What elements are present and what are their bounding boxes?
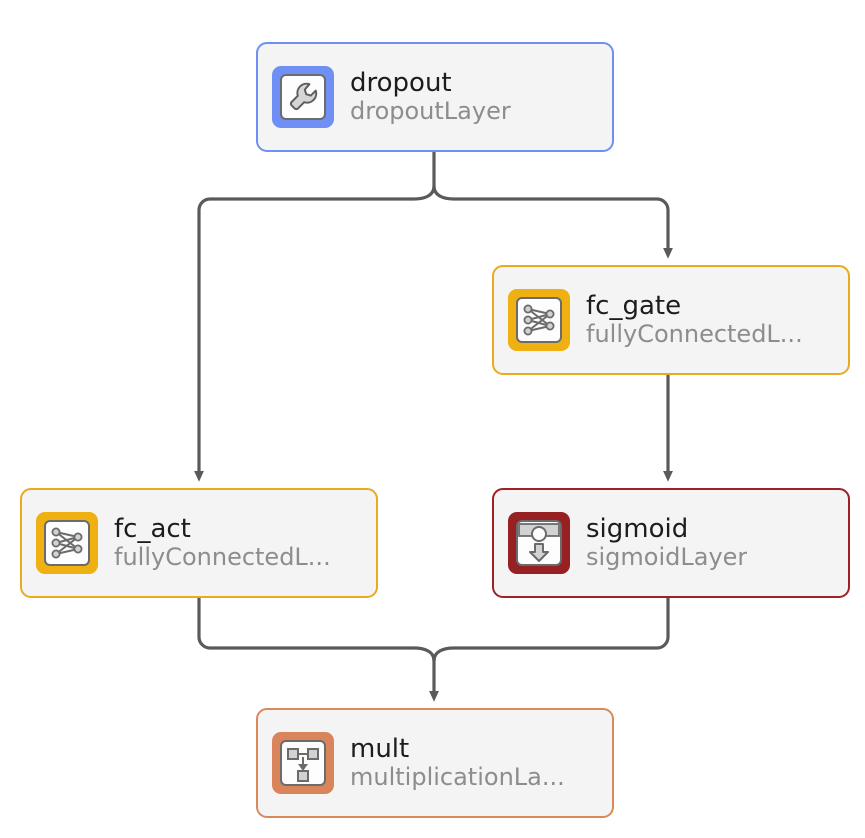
node-title: dropout xyxy=(350,69,452,98)
node-text: mult multiplicationLa... xyxy=(350,735,565,791)
node-icon-badge xyxy=(272,66,334,128)
node-subtitle: multiplicationLa... xyxy=(350,763,565,791)
node-title: mult xyxy=(350,735,410,764)
node-subtitle: sigmoidLayer xyxy=(586,543,748,571)
node-fc-gate[interactable]: fc_gate fullyConnectedL... xyxy=(492,265,850,375)
node-fc-act[interactable]: fc_act fullyConnectedL... xyxy=(20,488,378,598)
node-subtitle: fullyConnectedL... xyxy=(586,320,803,348)
node-dropout[interactable]: dropout dropoutLayer xyxy=(256,42,614,152)
edge-dropout-fc_gate xyxy=(432,185,673,259)
node-sigmoid[interactable]: sigmoid sigmoidLayer xyxy=(492,488,850,598)
fully-connected-icon xyxy=(516,297,562,343)
node-mult[interactable]: mult multiplicationLa... xyxy=(256,708,614,818)
node-subtitle: dropoutLayer xyxy=(350,97,511,125)
node-subtitle: fullyConnectedL... xyxy=(114,543,331,571)
node-title: fc_gate xyxy=(586,292,682,321)
node-title: fc_act xyxy=(114,515,191,544)
node-icon-badge xyxy=(272,732,334,794)
node-text: fc_act fullyConnectedL... xyxy=(114,515,331,571)
node-text: dropout dropoutLayer xyxy=(350,69,511,125)
edge-fc_act-mult xyxy=(197,598,436,662)
wrench-icon xyxy=(280,74,326,120)
node-icon-badge xyxy=(508,289,570,351)
edge-dropout-fc_act xyxy=(194,185,436,482)
node-text: fc_gate fullyConnectedL... xyxy=(586,292,803,348)
node-title: sigmoid xyxy=(586,515,689,544)
node-text: sigmoid sigmoidLayer xyxy=(586,515,747,571)
node-icon-badge xyxy=(508,512,570,574)
multiplication-icon xyxy=(280,740,326,786)
fully-connected-icon xyxy=(44,520,90,566)
sigmoid-icon xyxy=(516,520,562,566)
edge-sigmoid-mult xyxy=(432,598,670,662)
node-icon-badge xyxy=(36,512,98,574)
